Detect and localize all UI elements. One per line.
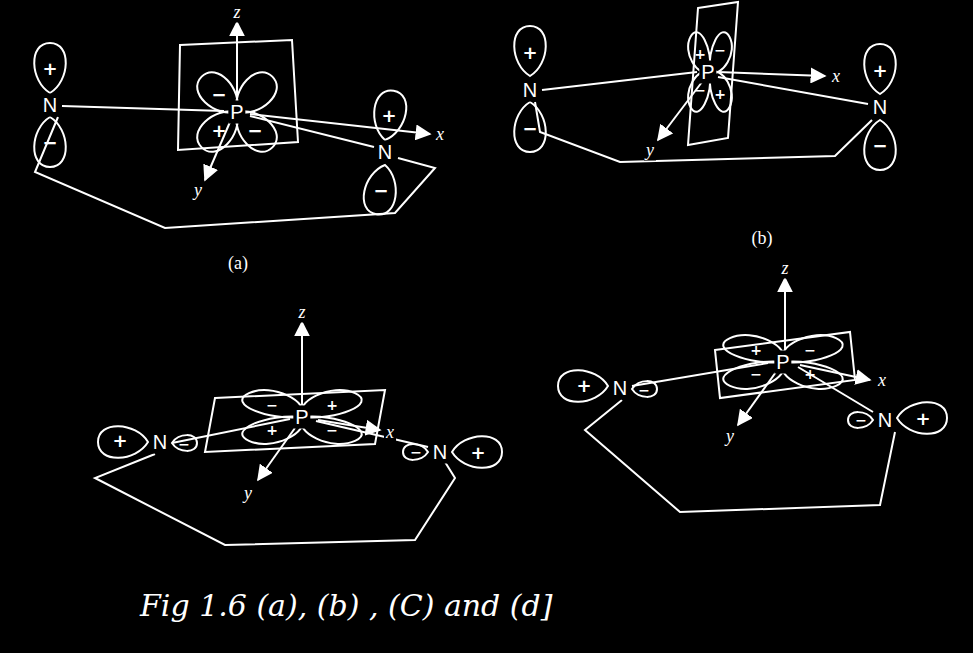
axis-label: x bbox=[384, 422, 396, 443]
axis-label: y bbox=[724, 426, 736, 447]
z-axis bbox=[301, 322, 303, 405]
p-lobe bbox=[403, 444, 428, 460]
p-lobe bbox=[864, 120, 896, 170]
z-axis bbox=[784, 278, 786, 350]
atom-label: N bbox=[41, 94, 59, 117]
d-orbital bbox=[713, 331, 852, 394]
atom-label: N bbox=[871, 96, 889, 119]
p-lobe bbox=[361, 162, 401, 217]
panel-b bbox=[514, 2, 896, 170]
phase-sign: − bbox=[748, 366, 764, 382]
p-lobe bbox=[864, 44, 896, 94]
bond-line bbox=[718, 77, 868, 104]
atom-label: N bbox=[151, 431, 169, 454]
phase-sign: + bbox=[379, 105, 398, 126]
axis-label: y bbox=[192, 180, 204, 201]
phase-sign: − bbox=[712, 42, 728, 58]
axis-label: x bbox=[434, 124, 446, 145]
d-orbital bbox=[232, 386, 371, 449]
p-lobe bbox=[514, 26, 546, 76]
phase-sign: + bbox=[692, 46, 708, 62]
phase-sign: − bbox=[692, 82, 708, 98]
phase-sign: + bbox=[110, 430, 129, 451]
axis-label: y bbox=[644, 140, 656, 161]
p-lobe bbox=[369, 88, 409, 143]
phase-sign: − bbox=[408, 444, 424, 460]
axis-label: z bbox=[231, 2, 242, 23]
atom-label: N bbox=[521, 79, 539, 102]
phase-sign: + bbox=[748, 342, 764, 358]
atom-label: N bbox=[376, 141, 394, 164]
phase-sign: − bbox=[853, 412, 869, 428]
d-orbital bbox=[191, 66, 284, 159]
phase-sign: − bbox=[264, 397, 280, 413]
axis-label: z bbox=[296, 302, 307, 323]
atom-label: P bbox=[293, 406, 310, 429]
x-axis bbox=[718, 72, 825, 76]
phase-sign: − bbox=[245, 120, 264, 141]
phase-sign: + bbox=[468, 442, 487, 463]
atom-label: P bbox=[774, 351, 791, 374]
phase-sign: + bbox=[574, 375, 593, 396]
phase-sign: − bbox=[371, 180, 390, 201]
phase-sign: + bbox=[520, 42, 539, 63]
z-axis bbox=[236, 22, 238, 100]
axis-label: y bbox=[242, 483, 254, 504]
atom-label: P bbox=[228, 101, 245, 124]
phase-sign: − bbox=[40, 132, 59, 153]
phase-sign: + bbox=[324, 397, 340, 413]
ring bbox=[585, 400, 895, 512]
bond-line bbox=[542, 72, 697, 90]
phase-sign: − bbox=[802, 342, 818, 358]
phase-sign: + bbox=[264, 422, 280, 438]
d-orbital bbox=[684, 26, 735, 119]
p-lobe bbox=[897, 402, 947, 434]
p-lobe bbox=[514, 102, 546, 152]
panel-a bbox=[34, 22, 435, 228]
p-lobe bbox=[558, 370, 608, 402]
atom-label: P bbox=[699, 61, 716, 84]
phase-sign: − bbox=[636, 382, 652, 398]
panel-label: (a) bbox=[226, 253, 250, 274]
phase-sign: + bbox=[802, 366, 818, 382]
phase-sign: − bbox=[324, 422, 340, 438]
bond-line bbox=[62, 106, 224, 111]
phase-sign: − bbox=[176, 436, 192, 452]
bond-line bbox=[798, 367, 873, 412]
atom-label: N bbox=[611, 377, 629, 400]
axis-label: x bbox=[830, 66, 842, 87]
phase-sign: − bbox=[870, 135, 889, 156]
phase-sign: + bbox=[40, 58, 59, 79]
phase-sign: − bbox=[209, 84, 228, 105]
axis-label: x bbox=[876, 370, 888, 391]
phase-sign: + bbox=[209, 120, 228, 141]
atom-label: N bbox=[431, 441, 449, 464]
ring bbox=[95, 454, 455, 545]
atom-label: N bbox=[876, 409, 894, 432]
p-lobe bbox=[34, 117, 66, 167]
figure-caption: Fig 1.6 (a), (b) , (C) and (d] bbox=[140, 588, 552, 623]
p-lobe bbox=[848, 412, 873, 428]
p-lobe bbox=[98, 426, 148, 458]
phase-sign: + bbox=[712, 86, 728, 102]
ring bbox=[535, 102, 872, 162]
axis-label: z bbox=[779, 258, 790, 279]
p-lobe bbox=[452, 436, 502, 468]
panel-d bbox=[558, 278, 947, 512]
phase-sign: + bbox=[913, 408, 932, 429]
orbital-plane bbox=[688, 2, 738, 145]
panel-c bbox=[95, 322, 502, 545]
phase-sign: + bbox=[870, 60, 889, 81]
phase-sign: − bbox=[520, 118, 539, 139]
p-lobe bbox=[34, 43, 66, 93]
panel-label: (b) bbox=[750, 228, 775, 249]
